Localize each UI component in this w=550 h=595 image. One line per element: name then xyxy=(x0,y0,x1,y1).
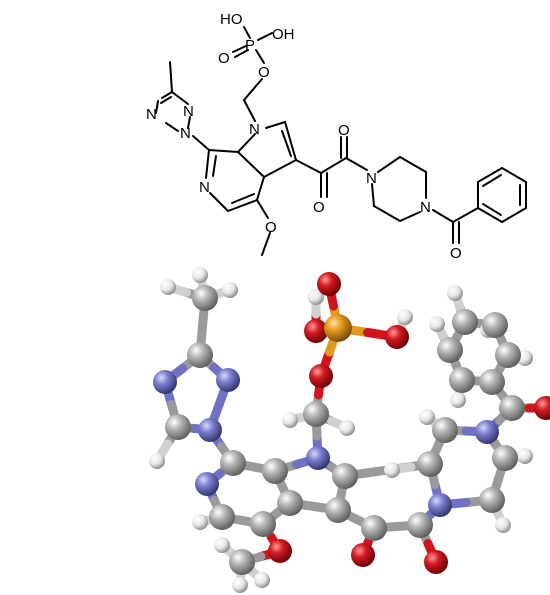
carbon-atom xyxy=(449,367,475,393)
hydrogen-atom xyxy=(254,572,270,588)
carbon-atom xyxy=(479,369,505,395)
hydrogen-atom xyxy=(517,350,533,366)
label-n-triazole-a: N xyxy=(183,103,194,120)
label-o-ester: O xyxy=(258,64,270,81)
phosphorus-atom xyxy=(324,314,352,342)
oxygen-atom xyxy=(309,364,333,388)
hydrogen-atom xyxy=(447,285,463,301)
hydrogen-atom xyxy=(419,409,435,425)
label-o-methoxy: O xyxy=(265,219,277,236)
label-n-pyrrole: N xyxy=(249,121,260,138)
label-n-piperazine-left: N xyxy=(366,170,377,187)
carbon-atom xyxy=(432,417,458,443)
hydrogen-atom xyxy=(222,282,238,298)
oxygen-atom xyxy=(304,319,328,343)
nitrogen-atom xyxy=(195,472,219,496)
carbon-atom xyxy=(325,497,351,523)
nitrogen-atom xyxy=(198,418,222,442)
hydrogen-atom xyxy=(232,577,248,593)
carbon-atom xyxy=(262,458,288,484)
carbon-atom xyxy=(499,395,525,421)
carbon-atom xyxy=(277,490,303,516)
carbon-atom xyxy=(482,312,508,338)
carbon-atom xyxy=(492,445,518,471)
hydrogen-atom xyxy=(308,289,324,305)
label-p: P xyxy=(245,37,255,54)
label-o-keto-bottom: O xyxy=(313,199,325,216)
carbon-atom xyxy=(303,401,329,427)
label-n-triazole-b: N xyxy=(146,106,157,123)
label-n-piperazine-right: N xyxy=(420,199,431,216)
model-atoms xyxy=(149,267,550,593)
oxygen-atom xyxy=(268,539,292,563)
hydrogen-atom xyxy=(495,517,511,533)
hydrogen-atom xyxy=(160,279,176,295)
hydrogen-atom xyxy=(192,514,208,530)
hydrogen-atom xyxy=(397,309,413,325)
carbon-atom xyxy=(165,414,191,440)
nitrogen-atom xyxy=(153,370,177,394)
carbon-atom xyxy=(220,450,246,476)
oxygen-atom xyxy=(385,325,409,349)
hydrogen-atom xyxy=(517,448,533,464)
ball-and-stick-model xyxy=(149,267,550,593)
hydrogen-atom xyxy=(339,420,355,436)
label-o-keto-top: O xyxy=(338,122,350,139)
carbon-atom xyxy=(187,342,213,368)
label-oh: OH xyxy=(272,26,295,43)
carbon-atom xyxy=(332,463,358,489)
hydrogen-atom xyxy=(282,412,298,428)
hydrogen-atom xyxy=(192,267,208,283)
hydrogen-atom xyxy=(450,392,466,408)
oxygen-atom xyxy=(351,543,375,567)
oxygen-atom xyxy=(424,550,448,574)
carbon-atom xyxy=(417,451,443,477)
carbon-atom xyxy=(437,337,463,363)
oxygen-atom xyxy=(534,396,550,420)
label-n-pyridine: N xyxy=(199,179,210,196)
nitrogen-atom xyxy=(475,420,499,444)
skeletal-structure: HO OH P O O N N N N N O O O N N O xyxy=(146,11,527,262)
carbon-atom xyxy=(495,342,521,368)
carbon-atom xyxy=(229,549,255,575)
carbon-atom xyxy=(361,515,387,541)
label-o-amide: O xyxy=(450,245,462,262)
carbon-atom xyxy=(209,504,235,530)
carbon-atom xyxy=(452,309,478,335)
nitrogen-atom xyxy=(216,368,240,392)
carbon-atom xyxy=(192,285,218,311)
carbon-atom xyxy=(407,512,433,538)
nitrogen-atom xyxy=(428,493,452,517)
carbon-atom xyxy=(479,487,505,513)
hydrogen-atom xyxy=(149,453,165,469)
label-o-phosphoryl: O xyxy=(218,50,230,67)
hydrogen-atom xyxy=(214,537,230,553)
nitrogen-atom xyxy=(306,446,330,470)
oxygen-atom xyxy=(317,272,341,296)
label-ho: HO xyxy=(220,11,243,28)
label-n-triazole-c: N xyxy=(180,125,191,142)
hydrogen-atom xyxy=(384,462,400,478)
carbon-atom xyxy=(250,511,276,537)
hydrogen-atom xyxy=(429,316,445,332)
